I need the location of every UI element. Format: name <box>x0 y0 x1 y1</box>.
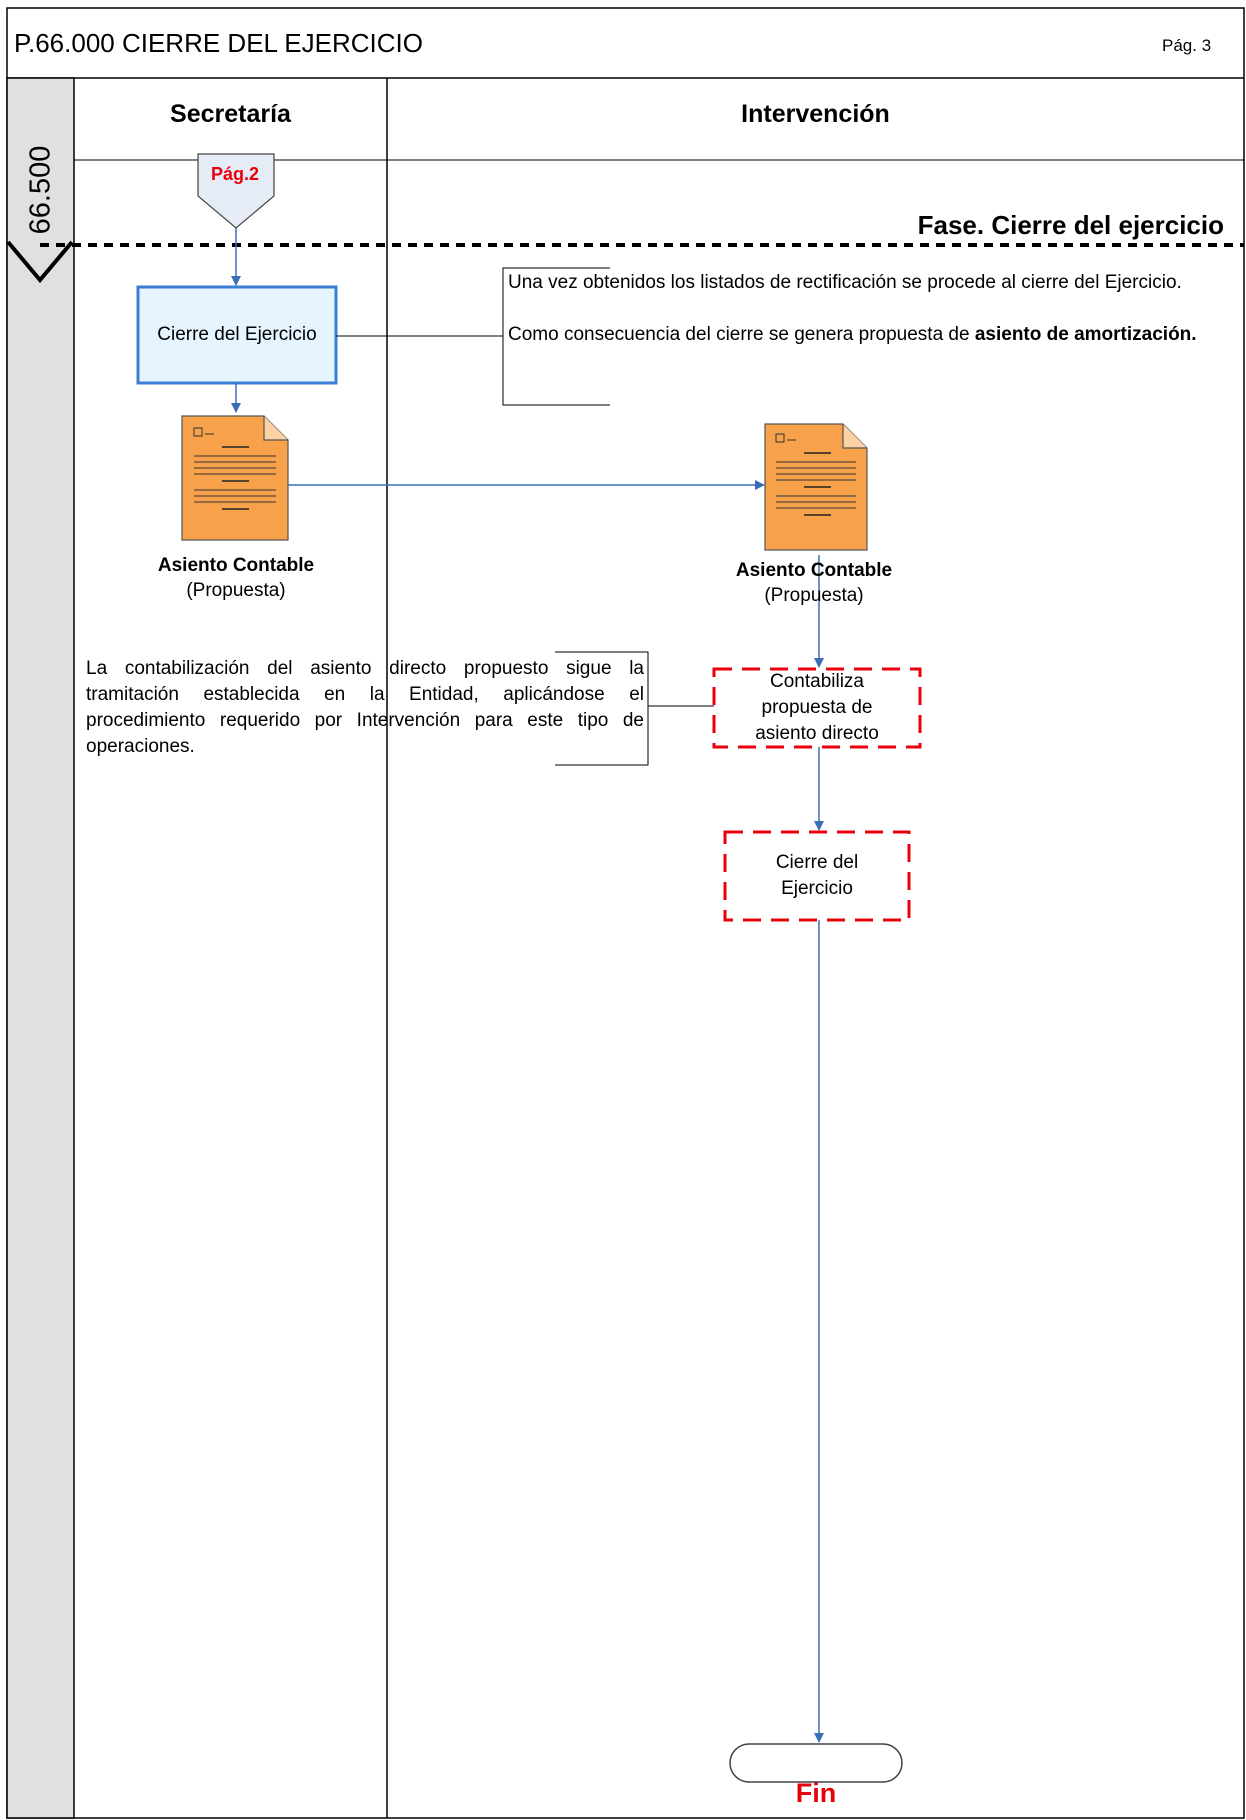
note-cierre-line2: Como consecuencia del cierre se genera p… <box>508 322 1240 348</box>
end-label: Fin <box>795 1778 837 1808</box>
process-box-cierre <box>136 285 338 385</box>
note-cierre-line1: Una vez obtenidos los listados de rectif… <box>508 272 1182 293</box>
doc-label-intervencion-name: Asiento Contable <box>735 560 893 581</box>
doc-label-intervencion-qualifier: (Propuesta) <box>764 585 864 606</box>
end-terminator <box>729 1743 903 1783</box>
lane-header-intervencion: Intervención <box>741 100 890 128</box>
offpage-connector-label: Pág.2 <box>210 164 260 184</box>
phase-title: Fase. Cierre del ejercicio <box>917 210 1224 240</box>
document-title: P.66.000 CIERRE DEL EJERCICIO <box>14 28 423 58</box>
offpage-connector-shape <box>197 153 275 229</box>
note-cierre: Una vez obtenidos los listados de rectif… <box>508 270 1240 348</box>
page-number: Pág. 3 <box>1162 36 1212 55</box>
doc-label-secretaria: Asiento Contable (Propuesta) <box>118 553 354 603</box>
note-cierre-line2-text: Como consecuencia del cierre se genera p… <box>508 324 975 345</box>
document-icon-intervencion <box>764 423 868 551</box>
phase-column <box>6 77 75 1819</box>
lane-header-secretaria: Secretaría <box>170 100 291 128</box>
doc-label-secretaria-qualifier: (Propuesta) <box>186 580 286 601</box>
note-cierre-line2-bold: asiento de amortización. <box>974 324 1197 345</box>
note1-bracket <box>502 267 610 406</box>
note2-bracket <box>555 651 649 766</box>
doc-label-intervencion: Asiento Contable (Propuesta) <box>696 558 932 608</box>
phase-code-text: 66.500 <box>24 145 57 235</box>
process-box-cierre-intervencion <box>723 830 911 922</box>
note-contabilizacion: La contabilización del asiento directo p… <box>86 658 644 757</box>
phase-chevron <box>6 240 74 284</box>
process-cierre-label: Cierre del Ejercicio <box>157 324 317 345</box>
document-icon-secretaria <box>181 415 289 541</box>
doc-label-secretaria-name: Asiento Contable <box>157 555 315 576</box>
process-contabiliza-label: Contabiliza propuesta de asiento directo <box>755 671 879 744</box>
phase-code: 66.500 <box>6 140 76 240</box>
process-box-contabiliza <box>712 667 922 749</box>
process-cierre-intervencion-label: Cierre del Ejercicio <box>775 852 859 899</box>
